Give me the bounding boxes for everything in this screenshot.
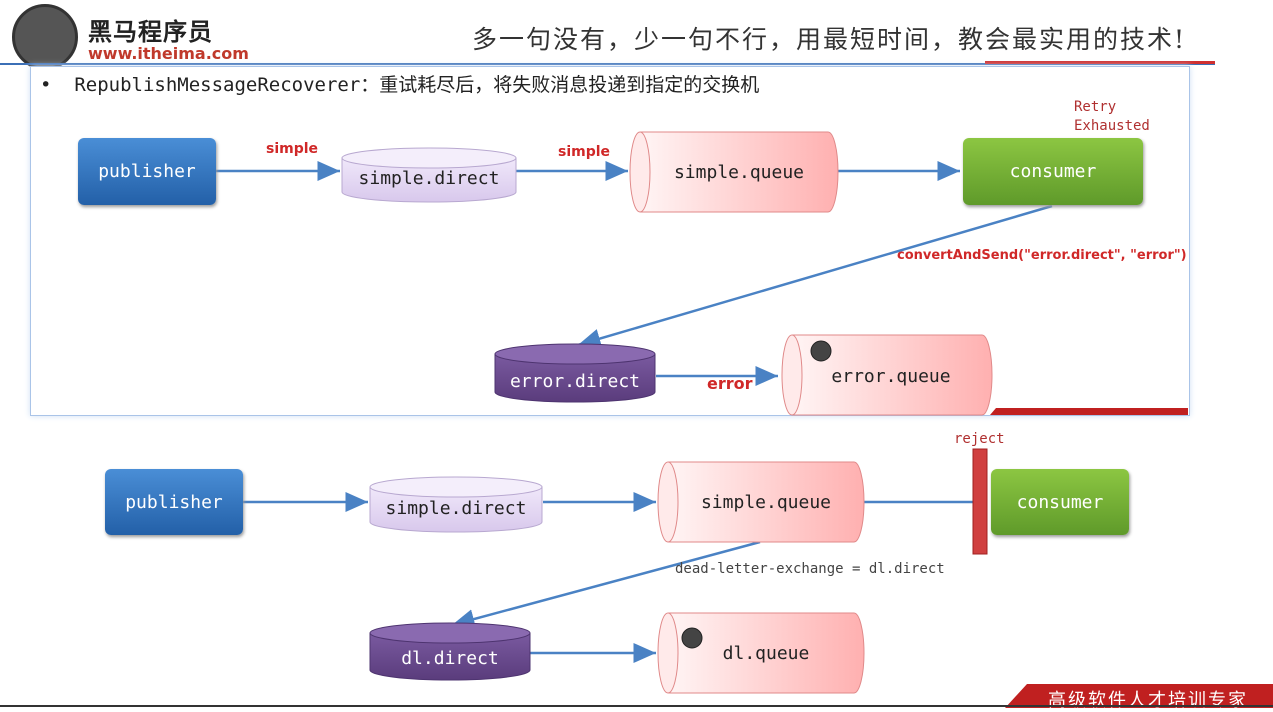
- header-divider: [0, 63, 1215, 65]
- top-publisher-node: publisher: [78, 138, 216, 205]
- error-exchange-label: error.direct: [509, 370, 641, 392]
- error-queue-shape: [781, 334, 993, 416]
- top-exchange-shape: [341, 147, 517, 203]
- arrow-consumer-to-error-exchange: [577, 204, 1053, 349]
- error-queue-label: error.queue: [831, 365, 951, 387]
- dl-message-dot: [681, 627, 703, 649]
- bottom-queue-shape: [657, 461, 865, 543]
- itheima-logo: [12, 4, 78, 70]
- edge-label-simple-1: simple: [266, 141, 319, 157]
- footer-text: 高级软件人才培训专家: [1048, 690, 1248, 711]
- header-accent-line: [985, 61, 1215, 64]
- edge-label-error: error: [707, 374, 753, 393]
- bullet-text: • RepublishMessageRecoverer：重试耗尽后，将失败消息投…: [40, 74, 760, 96]
- brand-name: 黑马程序员: [88, 18, 213, 46]
- dl-queue-label: dl.queue: [722, 642, 810, 664]
- top-queue-label: simple.queue: [673, 161, 805, 183]
- error-exchange-shape: [494, 343, 656, 403]
- reject-bar: [972, 448, 988, 555]
- dl-queue-shape: [657, 612, 865, 694]
- top-exchange-label: simple.direct: [358, 167, 500, 189]
- footer-band: [1005, 684, 1273, 708]
- bottom-exchange-shape: [369, 476, 543, 533]
- frame-accent-strip: [990, 408, 1188, 415]
- dl-exchange-label: dl.direct: [401, 647, 499, 669]
- bottom-consumer-node: consumer: [991, 469, 1129, 535]
- top-queue-shape: [629, 131, 839, 213]
- reject-label: reject: [954, 431, 1005, 447]
- dlx-label: dead-letter-exchange = dl.direct: [675, 561, 945, 577]
- message-dot: [810, 340, 832, 362]
- bottom-exchange-label: simple.direct: [385, 497, 527, 519]
- bullet-label: RepublishMessageRecoverer：重试耗尽后，将失败消息投递到…: [74, 74, 760, 96]
- top-consumer-node: consumer: [963, 138, 1143, 205]
- retry-line2: Exhausted: [1074, 118, 1150, 134]
- bottom-queue-label: simple.queue: [700, 491, 832, 513]
- arrow-b-queue-to-dl-exchange: [451, 540, 761, 629]
- retry-line1: Retry: [1074, 99, 1117, 115]
- brand-url: www.itheima.com: [88, 44, 249, 63]
- bottom-publisher-node: publisher: [105, 469, 243, 535]
- edge-label-simple-2: simple: [558, 144, 611, 160]
- slogan: 多一句没有，少一句不行，用最短时间，教会最实用的技术!: [472, 25, 1187, 54]
- bottom-line: [0, 705, 1273, 707]
- dl-exchange-shape: [369, 622, 531, 681]
- convert-and-send-label: convertAndSend("error.direct", "error"): [897, 248, 1187, 263]
